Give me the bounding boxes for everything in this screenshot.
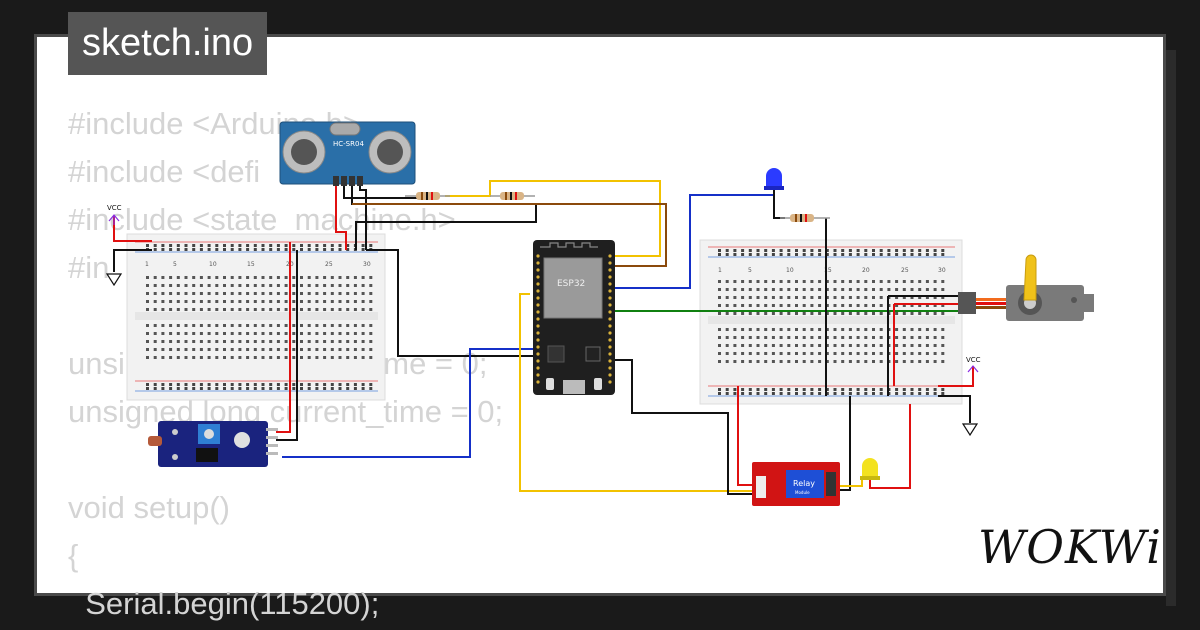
code-line: { bbox=[68, 538, 79, 573]
led-yellow[interactable] bbox=[860, 458, 880, 480]
svg-text:10: 10 bbox=[786, 267, 794, 274]
wire-sr04-gnd bbox=[359, 185, 367, 250]
resistor-1[interactable] bbox=[405, 192, 450, 200]
vcc-symbol-right: VCC bbox=[966, 356, 981, 373]
svg-text:1: 1 bbox=[145, 261, 149, 268]
ground-symbol-right bbox=[961, 423, 979, 437]
wire-sr04-trig bbox=[343, 185, 420, 199]
svg-text:30: 30 bbox=[363, 261, 371, 268]
servo-motor[interactable] bbox=[958, 254, 1094, 321]
wire-yellow-relay bbox=[519, 293, 752, 492]
svg-text:25: 25 bbox=[325, 261, 333, 268]
resistor-2[interactable] bbox=[490, 192, 535, 200]
wire-sr04-vcc bbox=[335, 185, 347, 250]
relay-sub-label: Module bbox=[795, 490, 810, 495]
wire-gnd-left bbox=[113, 249, 152, 272]
wire-sr04-echo bbox=[351, 185, 537, 250]
wire-gnd-right bbox=[938, 395, 971, 423]
code-line: #include <defi bbox=[68, 154, 261, 189]
ldr-sensor-module[interactable] bbox=[148, 421, 278, 467]
code-line: Serial.begin(115200); bbox=[68, 586, 380, 621]
svg-text:25: 25 bbox=[901, 267, 909, 274]
hcsr04-sensor[interactable]: HC-SR04 bbox=[279, 121, 416, 186]
wire-ldr-gnd bbox=[276, 250, 298, 441]
wire-resistor-yellow bbox=[445, 180, 661, 257]
card-shadow bbox=[1166, 50, 1176, 606]
svg-text:5: 5 bbox=[748, 267, 752, 274]
wire-brown bbox=[352, 203, 667, 267]
svg-text:10: 10 bbox=[209, 261, 217, 268]
code-line: unsi me = 0; bbox=[68, 346, 488, 381]
code-line: void setup() bbox=[68, 490, 230, 525]
svg-text:15: 15 bbox=[824, 267, 832, 274]
svg-text:1: 1 bbox=[718, 267, 722, 274]
wire-black-esp-gnd bbox=[608, 359, 752, 495]
svg-text:30: 30 bbox=[938, 267, 946, 274]
ground-symbol-left bbox=[105, 273, 123, 287]
esp32-label: ESP32 bbox=[557, 279, 585, 289]
wire-blue-ldr bbox=[282, 348, 535, 458]
wire-relay-vcc bbox=[737, 386, 752, 486]
file-title: sketch.ino bbox=[68, 12, 268, 75]
wire-ldr-vcc bbox=[276, 242, 291, 433]
code-text: #include <Arduino.h>#include <defi#inclu… bbox=[68, 100, 503, 628]
wire-vcc-right bbox=[938, 366, 974, 387]
hcsr04-label: HC-SR04 bbox=[333, 140, 364, 148]
wire-relay-gnd bbox=[840, 396, 851, 491]
vcc-right-label: VCC bbox=[966, 356, 981, 364]
wire-relay-out bbox=[869, 404, 911, 489]
vcc-symbol-left: VCC bbox=[107, 204, 122, 225]
resistor-led[interactable] bbox=[780, 214, 830, 222]
code-line: #in bbox=[68, 250, 110, 285]
esp32-board[interactable]: ESP32 bbox=[533, 240, 615, 395]
vcc-left-label: VCC bbox=[107, 204, 122, 212]
svg-text:15: 15 bbox=[247, 261, 255, 268]
code-background: #include <Arduino.h>#include <defi#inclu… bbox=[37, 37, 1163, 621]
wokwi-logo: WOKWi bbox=[978, 520, 1162, 574]
wire-led-leg bbox=[773, 190, 785, 219]
relay-module[interactable]: Relay Module bbox=[752, 462, 840, 506]
svg-text:5: 5 bbox=[173, 261, 177, 268]
wires bbox=[113, 180, 974, 495]
wire-black-left-to-esp bbox=[366, 249, 535, 357]
code-line: #include <state_machine.h> bbox=[68, 202, 456, 237]
svg-text:20: 20 bbox=[862, 267, 870, 274]
relay-label: Relay bbox=[793, 479, 815, 488]
led-blue[interactable] bbox=[764, 168, 784, 190]
wire-relay-lamp bbox=[840, 480, 863, 487]
